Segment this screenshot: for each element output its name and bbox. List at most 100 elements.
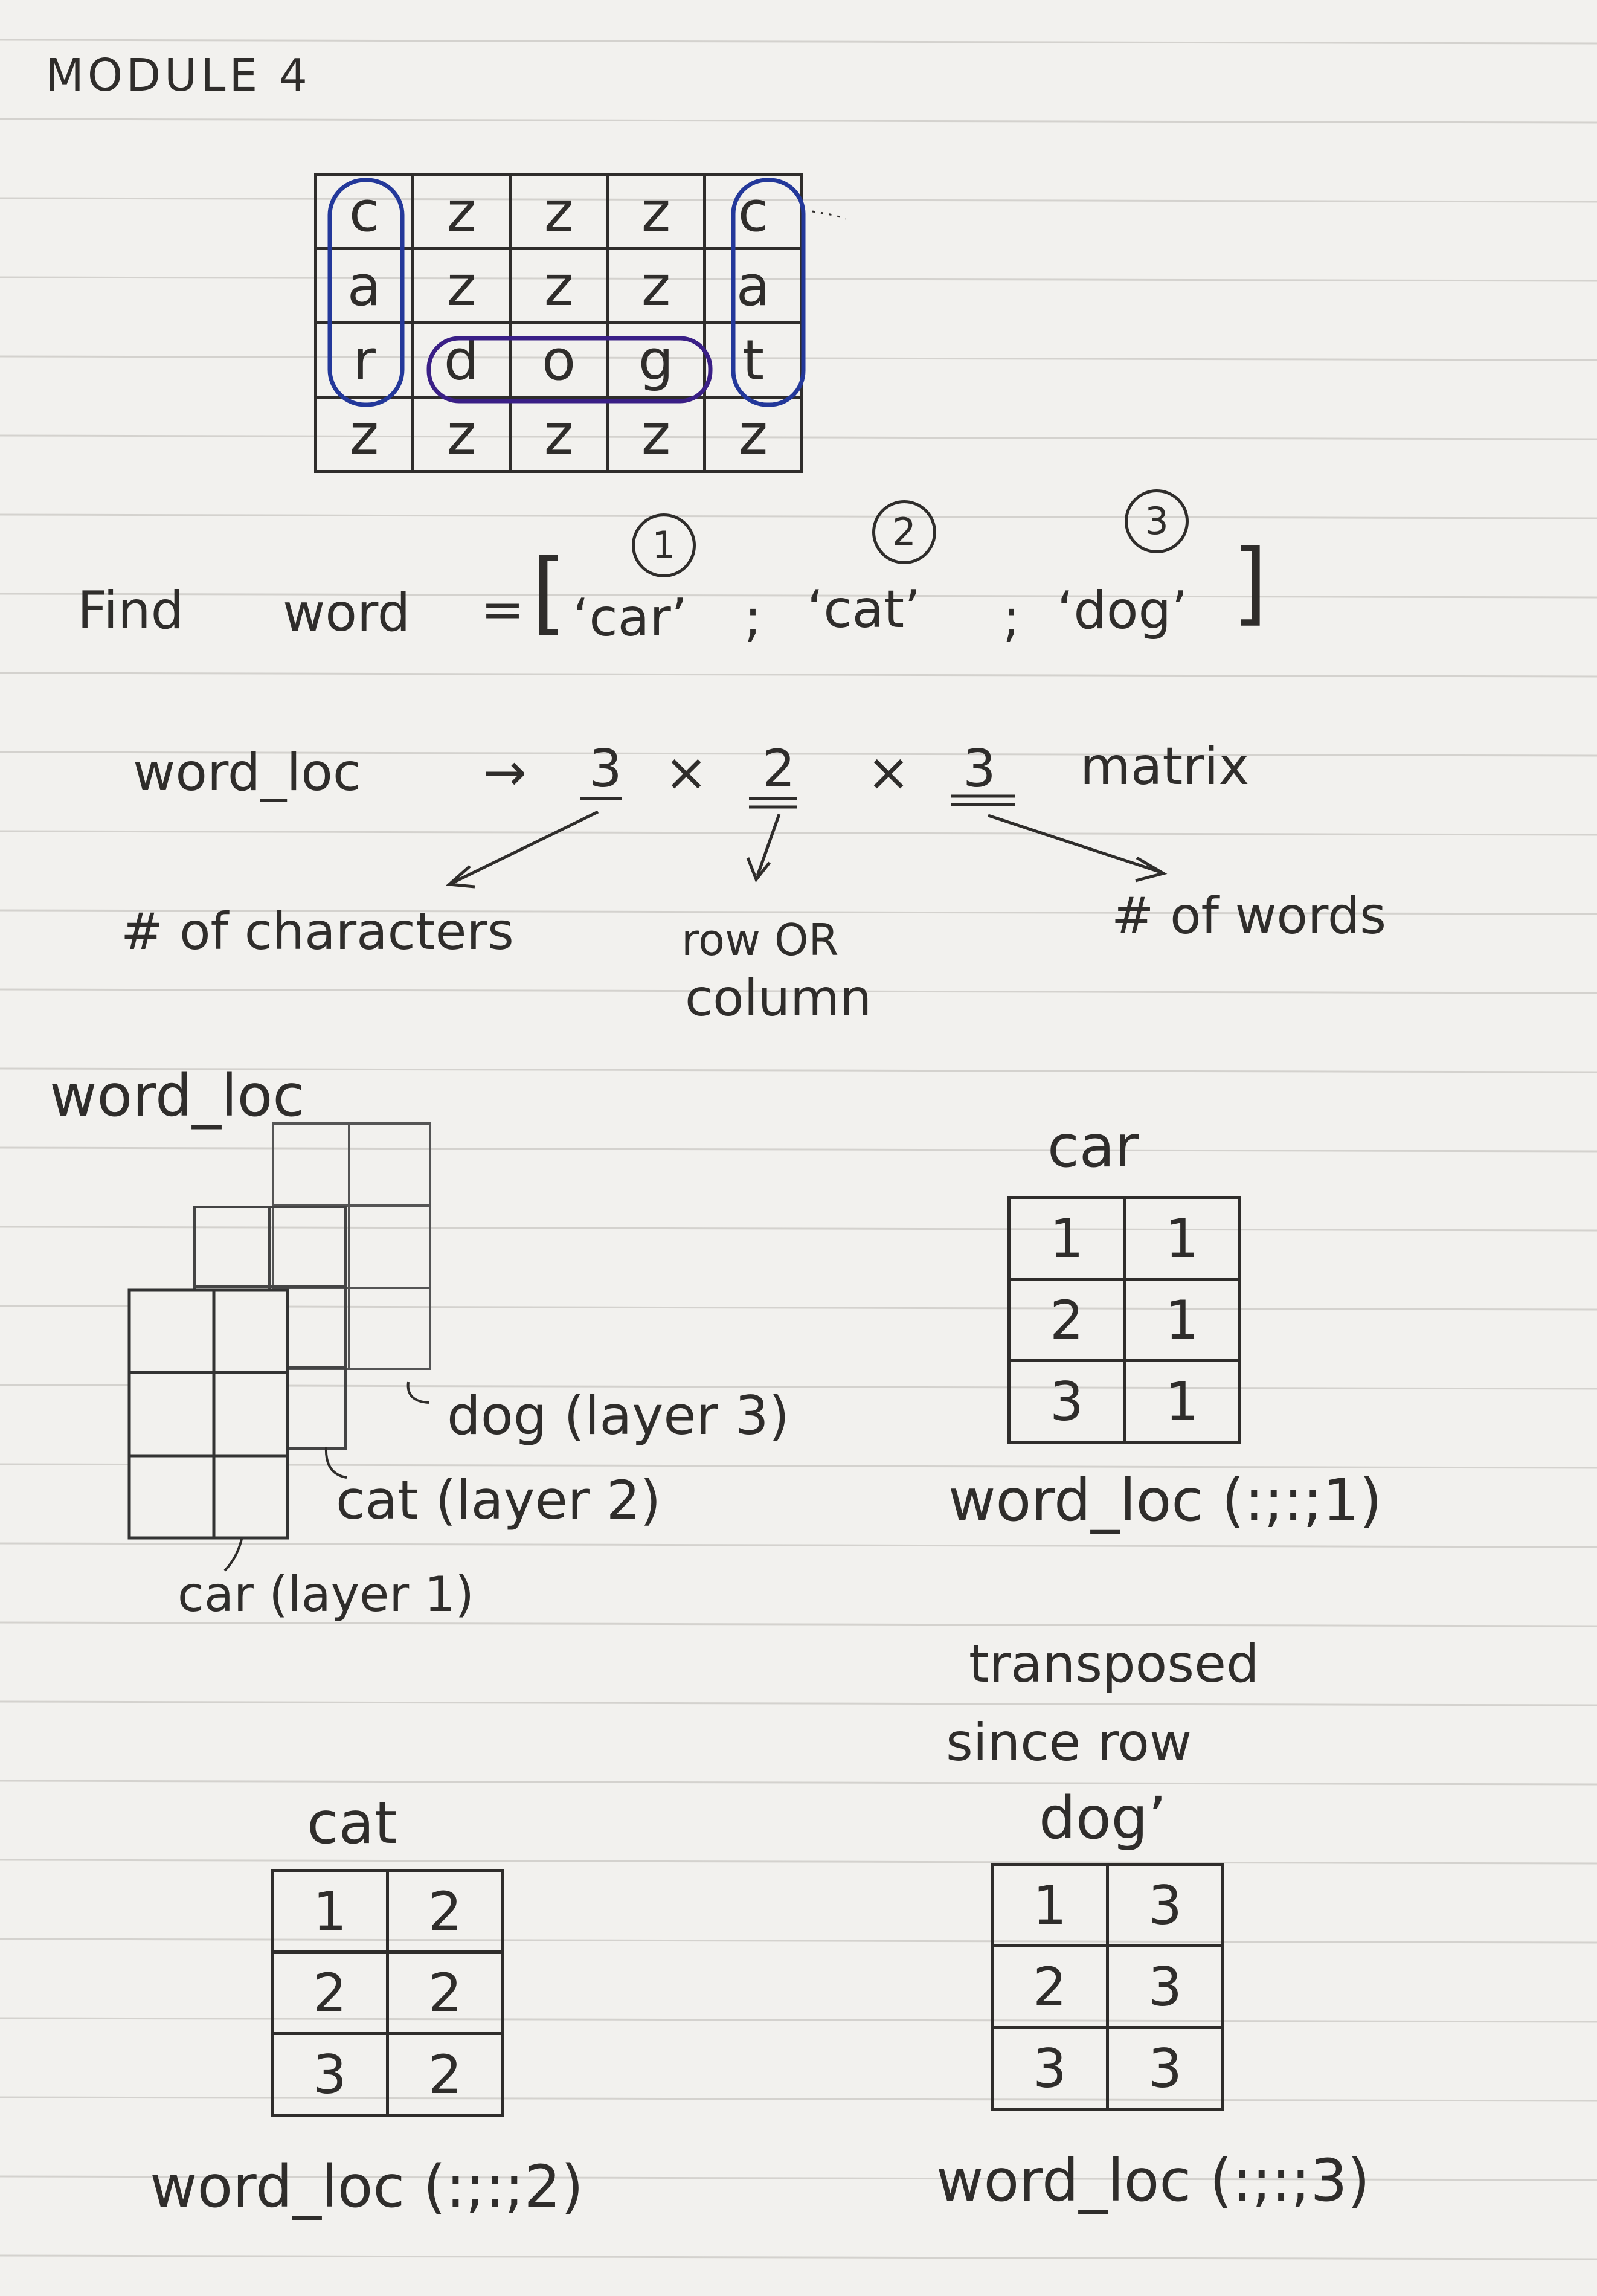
note-since-row: since row — [946, 1712, 1192, 1773]
ruled-line — [0, 1384, 1597, 1390]
car-table-title: car — [1047, 1113, 1139, 1180]
layers-title: word_loc — [50, 1062, 305, 1130]
letter-cell: d — [411, 321, 512, 399]
layer-3-label: dog (layer 3) — [447, 1384, 789, 1447]
ruled-line — [0, 1859, 1597, 1865]
ruled-line — [0, 118, 1597, 124]
cat-table-caption: word_loc (:;:;2) — [150, 2153, 584, 2220]
note-column: column — [685, 968, 872, 1027]
letter-cell: a — [314, 247, 414, 324]
letter-cell: o — [509, 321, 609, 399]
ruled-line — [0, 988, 1597, 994]
close-bracket: ] — [1232, 530, 1268, 635]
table-cell: 1 — [1123, 1359, 1241, 1444]
open-bracket: [ — [532, 540, 567, 645]
table-cell: 1 — [271, 1869, 389, 1954]
table-cell: 2 — [386, 1950, 504, 2035]
note-row-or: row OR — [681, 915, 839, 965]
cat-table-title: cat — [307, 1789, 397, 1857]
module-title: MODULE 4 — [45, 50, 311, 101]
ruled-line — [0, 1938, 1597, 1944]
ruled-line — [0, 2175, 1597, 2181]
separator-1: ; — [744, 588, 762, 648]
times-1: × — [664, 742, 709, 803]
ruled-line — [0, 2254, 1597, 2260]
table-cell: 2 — [1007, 1278, 1126, 1362]
ruled-line — [0, 1542, 1597, 1548]
table-cell: 2 — [386, 1869, 504, 1954]
table-cell: 2 — [271, 1950, 389, 2035]
letter-cell: z — [606, 173, 706, 250]
letter-cell: z — [509, 173, 609, 250]
ruled-line — [0, 513, 1597, 519]
letter-cell: z — [509, 396, 609, 473]
separator-2: ; — [1003, 588, 1020, 648]
letter-cell: c — [703, 173, 803, 250]
car-table-caption: word_loc (:;:;1) — [948, 1467, 1383, 1534]
note-transposed: transposed — [969, 1634, 1259, 1694]
ruled-line — [0, 2017, 1597, 2023]
ruled-line — [0, 909, 1597, 915]
table-cell: 3 — [991, 2026, 1109, 2111]
ruled-line — [0, 1226, 1597, 1232]
ruled-line — [0, 593, 1597, 599]
dim-1: 3 — [589, 739, 622, 799]
table-cell: 2 — [991, 1944, 1109, 2029]
index-2-circle: 2 — [872, 500, 936, 564]
letter-cell: z — [703, 396, 803, 473]
ruled-line — [0, 1146, 1597, 1153]
letter-cell: z — [606, 396, 706, 473]
index-3-circle: 3 — [1125, 489, 1189, 553]
equals-sign: = — [481, 579, 525, 640]
layer-1-label: car (layer 1) — [178, 1566, 474, 1622]
layer-2-label: cat (layer 2) — [336, 1469, 661, 1531]
table-cell: 3 — [1106, 1944, 1224, 2029]
letter-cell: z — [606, 247, 706, 324]
letter-cell: c — [314, 173, 414, 250]
index-1-circle: 1 — [632, 513, 696, 577]
dog-table-title: dog’ — [1039, 1784, 1167, 1852]
table-cell: 1 — [1007, 1196, 1126, 1281]
letter-cell: z — [411, 173, 512, 250]
table-cell: 3 — [1106, 2026, 1224, 2111]
note-characters: # of characters — [121, 902, 514, 961]
letter-cell: a — [703, 247, 803, 324]
table-cell: 3 — [271, 2032, 389, 2117]
ruled-line — [0, 2096, 1597, 2102]
dog-table-caption: word_loc (:;:;3) — [936, 2147, 1370, 2214]
table-cell: 1 — [1123, 1278, 1241, 1362]
ruled-line — [0, 39, 1597, 45]
word-cat: ‘cat’ — [807, 579, 921, 640]
ruled-line — [0, 1621, 1597, 1627]
matrix-label: matrix — [1080, 736, 1250, 797]
ruled-line — [0, 830, 1597, 836]
table-cell: 3 — [1106, 1863, 1224, 1947]
ruled-line — [0, 1780, 1597, 1786]
ruled-line — [0, 1700, 1597, 1706]
letter-cell: z — [509, 247, 609, 324]
ruled-line — [0, 1067, 1597, 1073]
letter-cell: t — [703, 321, 803, 399]
note-words: # of words — [1111, 886, 1386, 945]
find-label: Find — [77, 580, 184, 641]
letter-cell: z — [411, 247, 512, 324]
table-cell: 3 — [1007, 1359, 1126, 1444]
word-variable: word — [283, 583, 411, 643]
letter-cell: g — [606, 321, 706, 399]
dim-2: 2 — [762, 739, 795, 799]
